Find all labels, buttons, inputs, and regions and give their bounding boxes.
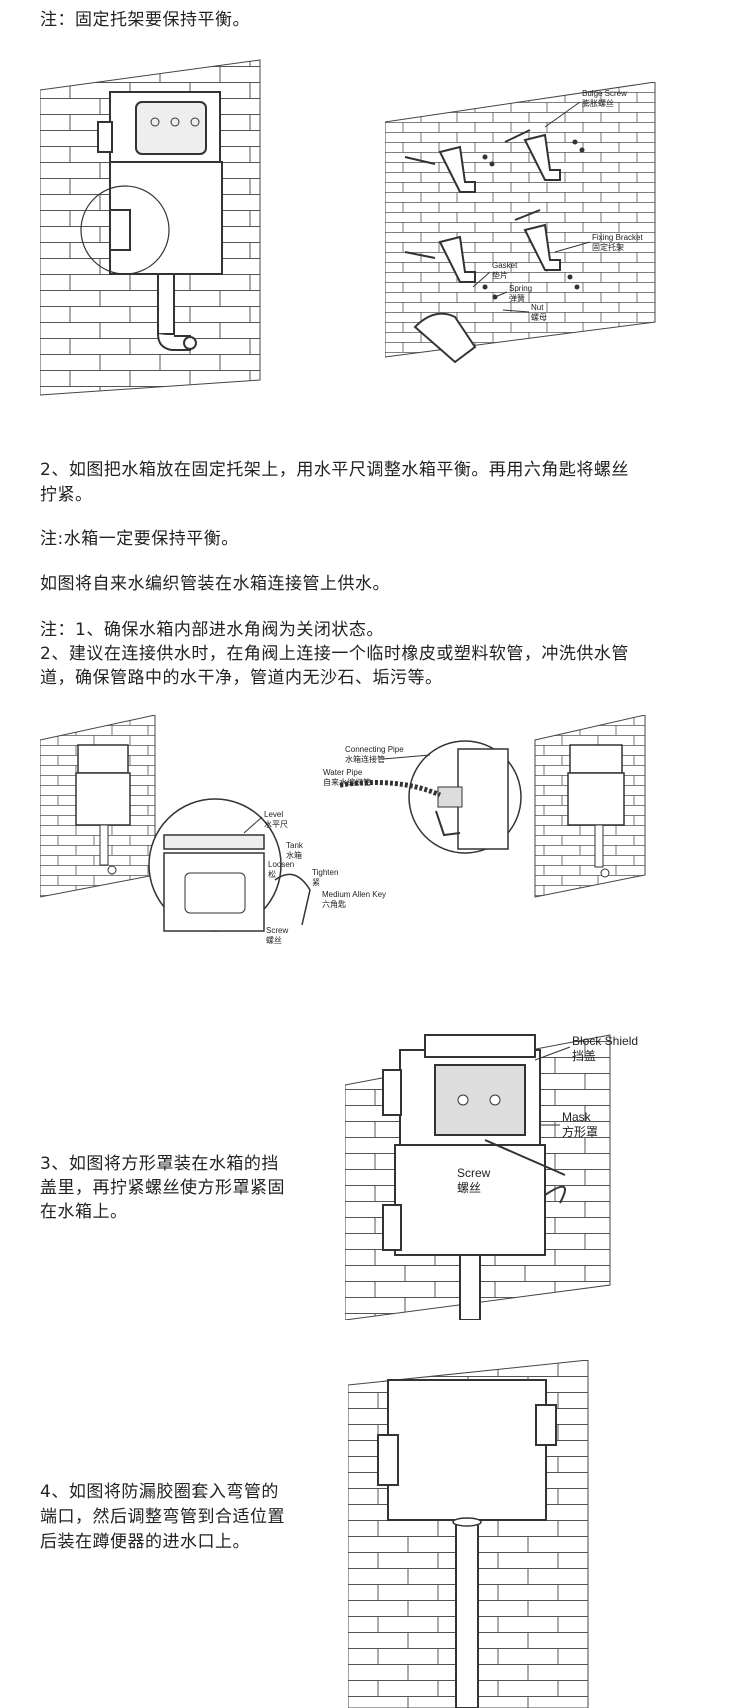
mask-installation-illustration: Block Shield 挡盖 Mask 方形罩 Screw 螺丝 xyxy=(345,1034,638,1320)
label-tank-en: Tank xyxy=(286,841,304,850)
tank-on-wall-illustration xyxy=(40,59,261,396)
label-allen-key-en: Medium Allen Key xyxy=(322,890,386,899)
label-allen-key-cn: 六角匙 xyxy=(322,899,346,909)
label-spring-cn: 弹簧 xyxy=(509,293,525,303)
label-screw-cn: 螺丝 xyxy=(266,935,282,945)
label-bulge-screw-cn: 膨胀螺丝 xyxy=(582,98,614,108)
label-bulge-screw-en: Bulge Screw xyxy=(582,89,627,98)
label-gasket-cn: 垫片 xyxy=(492,270,508,280)
step2-note-2b: 道，确保管路中的水干净，管道内无沙石、垢污等。 xyxy=(40,668,443,688)
label-tank-cn: 水箱 xyxy=(286,850,302,860)
step2-line2: 拧紧。 xyxy=(40,485,93,505)
step2-note: 注:水箱一定要保持平衡。 xyxy=(40,529,239,549)
step4-line2: 端口，然后调整弯管到合适位置 xyxy=(40,1507,285,1527)
step3-line2: 盖里，再拧紧螺丝使方形罩紧固 xyxy=(40,1178,285,1198)
water-pipe-connection-illustration: Connecting Pipe 水箱连接管 Water Pipe 自来水编织管 … xyxy=(40,715,646,945)
step3-line3: 在水箱上。 xyxy=(40,1202,128,1222)
label-mask-cn: 方形罩 xyxy=(562,1124,598,1139)
step4-line3: 后装在蹲便器的进水口上。 xyxy=(40,1532,250,1552)
label-screw-en: Screw xyxy=(457,1166,491,1180)
label-nut-cn: 螺母 xyxy=(531,312,547,322)
label-connecting-pipe-cn: 水箱连接管 xyxy=(345,754,385,764)
elbow-pipe-installation-illustration xyxy=(348,1360,589,1708)
step3-line1: 3、如图将方形罩装在水箱的挡 xyxy=(40,1154,279,1174)
label-fixing-bracket-en: Fixing Bracket xyxy=(592,233,643,242)
step4-line1: 4、如图将防漏胶圈套入弯管的 xyxy=(40,1482,279,1502)
label-gasket-en: Gasket xyxy=(492,261,518,270)
step2-note-2a: 2、建议在连接供水时，在角阀上连接一个临时橡皮或塑料软管，冲洗供水管 xyxy=(40,644,629,664)
label-spring-en: Spring xyxy=(509,284,532,293)
label-block-shield-cn: 挡盖 xyxy=(572,1049,596,1063)
label-water-pipe-cn: 自来水编织管 xyxy=(323,777,371,787)
step2-pipe: 如图将自来水编织管装在水箱连接管上供水。 xyxy=(40,574,390,594)
label-mask-en: Mask xyxy=(562,1110,592,1124)
label-level-en: Level xyxy=(264,810,283,819)
label-nut-en: Nut xyxy=(531,303,544,312)
label-connecting-pipe-en: Connecting Pipe xyxy=(345,745,404,754)
label-water-pipe-en: Water Pipe xyxy=(323,768,363,777)
bracket-installation-illustration: Bulge Screw 膨胀螺丝 Fixing Bracket 固定托架 Gas… xyxy=(385,82,656,364)
label-tighten-cn: 紧 xyxy=(312,878,320,887)
step2-note-1: 注：1、确保水箱内部进水角阀为关闭状态。 xyxy=(40,620,384,640)
label-tighten-en: Tighten xyxy=(312,868,338,877)
label-fixing-bracket-cn: 固定托架 xyxy=(592,242,624,252)
label-level-cn: 水平尺 xyxy=(264,819,288,829)
label-block-shield-en: Block Shield xyxy=(572,1034,638,1048)
label-screw-en: Screw xyxy=(266,926,288,935)
step2-line1: 2、如图把水箱放在固定托架上，用水平尺调整水箱平衡。再用六角匙将螺丝 xyxy=(40,460,629,480)
label-loosen-cn: 松 xyxy=(268,869,276,879)
label-screw-cn: 螺丝 xyxy=(457,1181,481,1195)
note-bracket-level: 注：固定托架要保持平衡。 xyxy=(40,10,250,30)
label-loosen-en: Loosen xyxy=(268,860,294,869)
